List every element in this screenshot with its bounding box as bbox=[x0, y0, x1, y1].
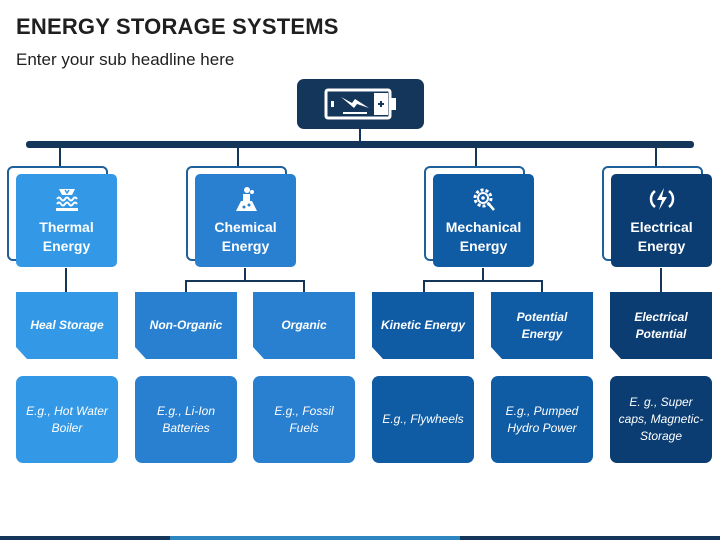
page-subtitle: Enter your sub headline here bbox=[16, 50, 235, 69]
example-box: E.g., Flywheels bbox=[372, 376, 474, 463]
connector bbox=[541, 280, 543, 292]
subtype-label: Non-Organic bbox=[149, 318, 223, 332]
connector bbox=[660, 268, 662, 292]
connector bbox=[482, 268, 484, 281]
example-box: E.g., Hot Water Boiler bbox=[16, 376, 118, 463]
example-box: E.g., Pumped Hydro Power bbox=[491, 376, 593, 463]
heating-icon bbox=[55, 189, 78, 211]
subtype-organic: Organic bbox=[253, 292, 355, 359]
connector bbox=[475, 147, 477, 167]
connector bbox=[423, 280, 543, 282]
category-chemical: Chemical Energy bbox=[195, 174, 296, 267]
root-node bbox=[297, 79, 424, 129]
connector bbox=[359, 129, 361, 142]
connector bbox=[237, 147, 239, 167]
subtype-label: Organic bbox=[281, 318, 327, 332]
connector bbox=[65, 268, 67, 292]
lightning-icon bbox=[649, 188, 674, 210]
example-box: E. g., Super caps, Magnetic-Storage bbox=[610, 376, 712, 463]
example-text: E.g., Pumped Hydro Power bbox=[505, 403, 579, 435]
flask-icon bbox=[235, 187, 257, 211]
gear-icon bbox=[473, 188, 495, 211]
connector bbox=[303, 280, 305, 292]
example-text: E.g., Li-Ion Batteries bbox=[156, 403, 216, 435]
example-box: E.g., Li-Ion Batteries bbox=[135, 376, 237, 463]
connector bbox=[59, 147, 61, 167]
category-label: Mechanical Energy bbox=[445, 219, 522, 254]
subtype-label: Electrical Potential bbox=[634, 309, 688, 341]
subtype-label: Potential Energy bbox=[516, 309, 568, 341]
subtype-kinetic-energy: Kinetic Energy bbox=[372, 292, 474, 359]
category-mechanical: Mechanical Energy bbox=[433, 174, 534, 267]
page-title: ENERGY STORAGE SYSTEMS bbox=[16, 14, 339, 39]
example-text: E. g., Super caps, Magnetic-Storage bbox=[618, 395, 704, 443]
battery-charging-icon bbox=[324, 88, 396, 120]
connector bbox=[655, 147, 657, 167]
connector bbox=[185, 280, 305, 282]
category-electrical: Electrical Energy bbox=[611, 174, 712, 267]
subtype-potential-energy: Potential Energy bbox=[491, 292, 593, 359]
example-text: E.g., Hot Water Boiler bbox=[26, 403, 108, 435]
connector bbox=[185, 280, 187, 292]
category-label: Electrical Energy bbox=[630, 219, 693, 254]
example-box: E.g., Fossil Fuels bbox=[253, 376, 355, 463]
connector bbox=[423, 280, 425, 292]
example-text: E.g., Flywheels bbox=[382, 412, 464, 426]
connector bbox=[244, 268, 246, 281]
subtype-label: Heal Storage bbox=[30, 318, 104, 332]
subtype-heal-storage: Heal Storage bbox=[16, 292, 118, 359]
category-thermal: Thermal Energy bbox=[16, 174, 117, 267]
subtype-label: Kinetic Energy bbox=[380, 318, 466, 332]
subtype-non-organic: Non-Organic bbox=[135, 292, 237, 359]
footer-accent bbox=[170, 536, 460, 540]
example-text: E.g., Fossil Fuels bbox=[274, 403, 334, 435]
category-label: Thermal Energy bbox=[39, 219, 94, 254]
footer-bar bbox=[0, 536, 720, 540]
subtype-electrical-potential: Electrical Potential bbox=[610, 292, 712, 359]
category-label: Chemical Energy bbox=[214, 219, 277, 254]
connector-bus bbox=[26, 141, 694, 148]
